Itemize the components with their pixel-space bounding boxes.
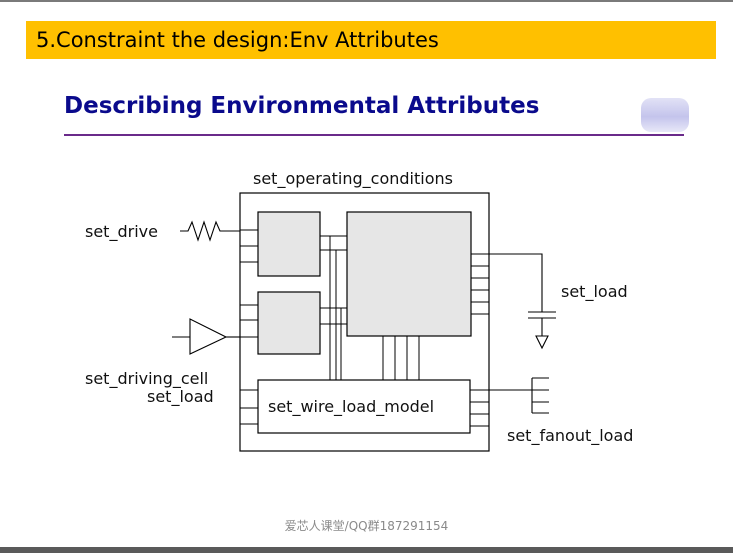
internal-wiring xyxy=(240,229,489,427)
output-load-label: set_load xyxy=(561,282,628,302)
section-banner: 5.Constraint the design:Env Attributes xyxy=(26,21,716,59)
capacitor-icon xyxy=(489,253,556,350)
heading-underline xyxy=(64,134,684,136)
wire-load-model-box xyxy=(257,379,471,434)
driving-cell-label: set_driving_cell xyxy=(85,369,208,389)
input-load-label: set_load xyxy=(147,387,214,407)
top-border xyxy=(0,0,733,2)
buffer-icon xyxy=(172,318,240,355)
slide-heading: Describing Environmental Attributes xyxy=(64,93,540,119)
input-block-bottom xyxy=(257,291,321,355)
input-block-top xyxy=(257,211,321,277)
bottom-border xyxy=(0,547,733,553)
core-logic-block xyxy=(346,211,472,337)
operating-conditions-label: set_operating_conditions xyxy=(253,169,453,189)
resistor-icon xyxy=(180,220,240,242)
fanout-icon xyxy=(489,377,549,414)
wire-load-model-label: set_wire_load_model xyxy=(268,397,434,417)
logo-icon xyxy=(641,98,689,132)
drive-label: set_drive xyxy=(85,222,158,242)
fanout-load-label: set_fanout_load xyxy=(507,426,633,446)
footer-watermark: 爱芯人课堂/QQ群187291154 xyxy=(284,519,449,533)
